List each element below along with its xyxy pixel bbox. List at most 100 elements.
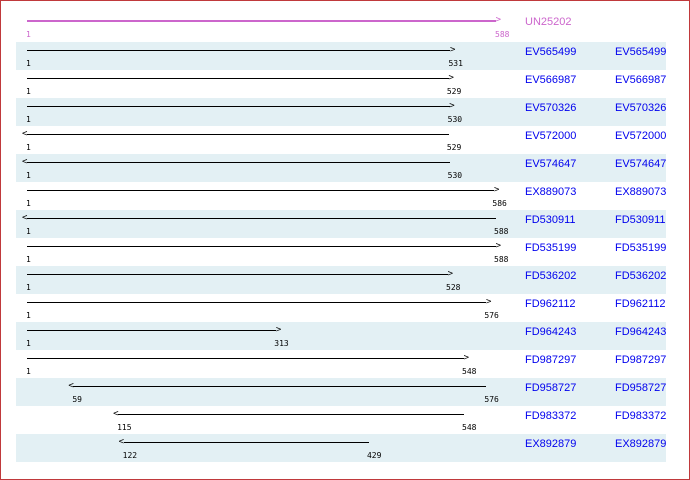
sequence-name-link[interactable]: EV574647: [525, 158, 577, 170]
accession-link[interactable]: FD958727: [615, 382, 667, 394]
sequence-name-link[interactable]: EV565499: [525, 46, 577, 58]
alignment-row: <115 548 FD983372 FD983372: [16, 406, 666, 434]
end-position: 313: [274, 339, 289, 348]
accession-link[interactable]: FD962112: [615, 298, 666, 310]
start-position: 115: [117, 423, 132, 432]
end-position: 548: [462, 423, 477, 432]
start-position: 1: [26, 339, 31, 348]
arrow-right-icon: >: [495, 241, 501, 251]
accession-link[interactable]: FD987297: [615, 354, 667, 366]
start-position: 1: [26, 171, 31, 180]
end-position: 529: [446, 87, 462, 96]
reference-start: 1: [26, 30, 31, 39]
sequence-name-link[interactable]: EX892879: [525, 438, 577, 450]
accession-link[interactable]: FD536202: [615, 270, 667, 282]
end-position: 529: [446, 143, 462, 152]
reference-name[interactable]: UN25202: [525, 16, 572, 28]
arrow-right-icon: >: [275, 325, 282, 335]
start-position: 1: [26, 115, 31, 124]
end-position: 588: [494, 255, 509, 264]
alignment-line: <: [22, 214, 496, 223]
alignment-line: >: [27, 74, 454, 83]
accession-link[interactable]: EV570326: [615, 102, 667, 114]
alignment-line: >: [27, 46, 455, 55]
sequence-name-link[interactable]: FD964243: [525, 326, 577, 338]
end-position: 586: [492, 199, 507, 208]
accession-link[interactable]: EV574647: [615, 158, 667, 170]
arrow-left-icon: <: [118, 437, 125, 447]
end-position: 530: [447, 171, 463, 180]
alignment-line: >: [27, 102, 455, 111]
alignment-line: >: [27, 186, 499, 195]
alignment-row: >1 529 EV566987 EV566987: [16, 70, 666, 98]
reference-end: 588: [495, 30, 510, 39]
arrow-right-icon: >: [493, 185, 500, 195]
end-position: 588: [494, 227, 509, 236]
sequence-name-link[interactable]: FD983372: [525, 410, 577, 422]
end-position: 429: [366, 451, 382, 460]
accession-link[interactable]: EV565499: [615, 46, 667, 58]
arrow-right-icon: >: [463, 353, 470, 363]
arrow-right-icon: >: [447, 269, 454, 279]
alignment-row: >1 576 FD962112 FD962112: [16, 294, 666, 322]
start-position: 59: [72, 395, 82, 404]
end-position: 576: [484, 311, 499, 320]
sequence-name-link[interactable]: FD958727: [525, 382, 577, 394]
arrow-right-icon: >: [450, 45, 456, 55]
reference-line: >: [27, 16, 501, 25]
sequence-name-link[interactable]: EV572000: [525, 130, 577, 142]
sequence-name-link[interactable]: FD987297: [525, 354, 577, 366]
sequence-name-link[interactable]: FD962112: [525, 298, 576, 310]
end-position: 576: [484, 395, 499, 404]
alignment-row: <1 588 FD530911 FD530911: [16, 210, 666, 238]
start-position: 1: [26, 143, 31, 152]
alignment-line: <: [113, 410, 465, 419]
accession-link[interactable]: EX892879: [615, 438, 667, 450]
arrow-right-icon: >: [495, 15, 501, 25]
accession-link[interactable]: FD983372: [615, 410, 667, 422]
alignment-row: >1 548 FD987297 FD987297: [16, 350, 666, 378]
sequence-name-link[interactable]: FD530911: [525, 214, 576, 226]
alignment-row: >1 586 EX889073 EX889073: [16, 182, 666, 210]
sequence-name-link[interactable]: EV566987: [525, 74, 577, 86]
start-position: 1: [26, 367, 31, 376]
arrow-right-icon: >: [485, 297, 492, 307]
alignment-line: <: [68, 382, 487, 391]
start-position: 1: [26, 199, 31, 208]
reference-track: > 1 588 UN25202: [1, 1, 689, 41]
sequence-name-link[interactable]: FD535199: [525, 242, 577, 254]
arrow-left-icon: <: [22, 157, 28, 167]
sequence-name-link[interactable]: EV570326: [525, 102, 577, 114]
alignment-row: <1 530 EV574647 EV574647: [16, 154, 666, 182]
start-position: 1: [26, 227, 31, 236]
start-position: 1: [26, 87, 31, 96]
arrow-left-icon: <: [68, 381, 74, 391]
alignment-line: <: [22, 130, 449, 139]
sequence-name-link[interactable]: EX889073: [525, 186, 577, 198]
end-position: 530: [447, 115, 463, 124]
alignment-line: <: [119, 438, 369, 447]
alignment-row: <1 529 EV572000 EV572000: [16, 126, 666, 154]
alignment-line: >: [27, 270, 453, 279]
accession-link[interactable]: EX889073: [615, 186, 667, 198]
alignment-row: >1 313 FD964243 FD964243: [16, 322, 666, 350]
accession-link[interactable]: EV566987: [615, 74, 667, 86]
alignment-line: >: [27, 326, 281, 335]
alignment-row: <59 576 FD958727 FD958727: [16, 378, 666, 406]
alignment-line: <: [22, 158, 450, 167]
sequence-name-link[interactable]: FD536202: [525, 270, 577, 282]
end-position: 548: [462, 367, 477, 376]
arrow-right-icon: >: [448, 73, 454, 83]
start-position: 1: [26, 311, 31, 320]
alignment-line: >: [27, 298, 491, 307]
accession-link[interactable]: FD535199: [615, 242, 667, 254]
accession-link[interactable]: FD964243: [615, 326, 667, 338]
alignment-row: >1 530 EV570326 EV570326: [16, 98, 666, 126]
accession-link[interactable]: FD530911: [615, 214, 666, 226]
accession-link[interactable]: EV572000: [615, 130, 667, 142]
